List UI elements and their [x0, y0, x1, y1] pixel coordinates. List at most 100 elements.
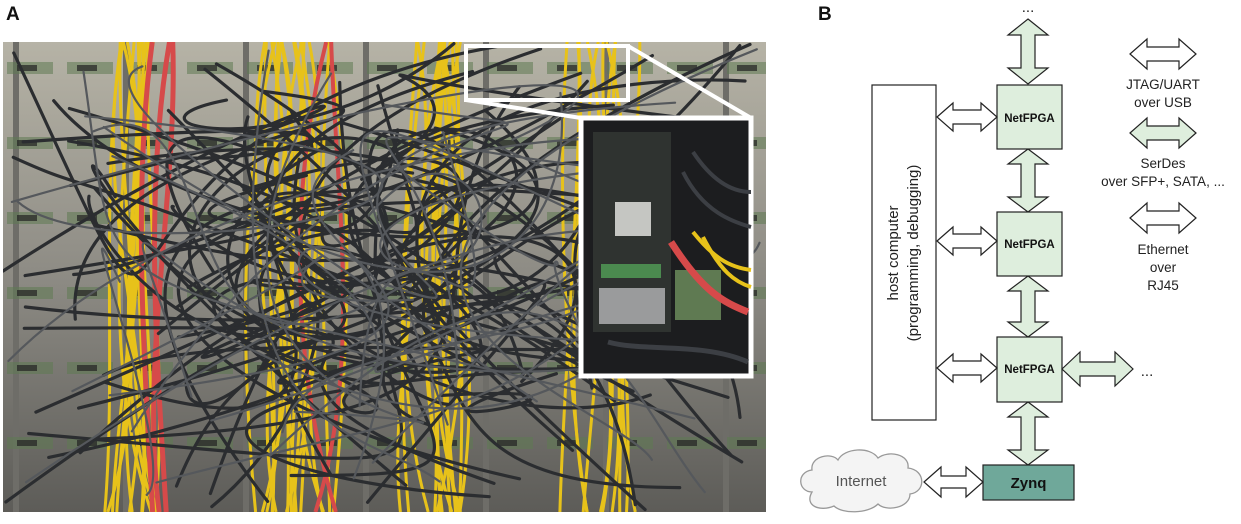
yellow-cable — [435, 42, 468, 512]
ethernet-arrow-zynq — [923, 465, 984, 499]
legend-serdes-arrow — [1129, 116, 1197, 150]
black-cable — [100, 247, 155, 496]
serdes-arrow-2 — [1006, 275, 1050, 338]
black-cables — [3, 42, 761, 512]
legend: JTAG/UART over USB SerDes over SFP+, SAT… — [1101, 37, 1225, 293]
panel-label-b: B — [818, 4, 832, 25]
black-cable — [72, 200, 309, 310]
black-cable — [289, 80, 436, 478]
rack-port — [137, 215, 157, 221]
rack-rail — [483, 42, 489, 512]
netfpga-label-2: NetFPGA — [1004, 239, 1054, 251]
black-cable — [376, 101, 677, 299]
black-cable — [11, 155, 384, 294]
black-cable — [392, 164, 594, 354]
serdes-arrow-right — [1061, 350, 1134, 388]
rack-port — [77, 65, 97, 71]
inset-closeup-photo — [578, 115, 754, 379]
rack-port — [497, 215, 517, 221]
black-cable — [130, 103, 509, 433]
rack-port — [677, 440, 697, 446]
host-computer-label-line2: (programming, debugging) — [905, 165, 922, 342]
black-cable — [141, 241, 580, 398]
black-cable — [47, 281, 547, 504]
serdes-arrow-top — [1006, 18, 1050, 85]
black-cable — [92, 123, 407, 326]
zynq-label: Zynq — [1011, 475, 1047, 492]
black-cable — [251, 269, 730, 399]
rack-rail — [13, 42, 19, 512]
serdes-arrow-zynq — [1006, 401, 1050, 466]
zynq-box — [982, 464, 1075, 501]
black-cable — [277, 235, 667, 385]
red-cable — [138, 42, 156, 512]
rack-port — [557, 65, 577, 71]
rack-port — [257, 140, 277, 146]
rack-port — [77, 290, 97, 296]
rack-port — [17, 290, 37, 296]
serdes-arrow-1 — [1006, 148, 1050, 213]
black-cable — [244, 365, 612, 499]
legend-jtag-line2: over USB — [1134, 95, 1192, 110]
legend-ethernet-line3: RJ45 — [1147, 278, 1179, 293]
rack-port — [317, 215, 337, 221]
yellow-cable — [284, 42, 321, 512]
black-cable — [127, 65, 538, 403]
rack-port — [677, 65, 697, 71]
black-cable — [177, 200, 522, 481]
host-computer-box — [871, 84, 937, 421]
rack-port — [317, 140, 337, 146]
rack-port — [257, 65, 277, 71]
rack-port — [377, 65, 397, 71]
rack-port — [17, 365, 37, 371]
inset-sfp-cages — [599, 288, 665, 324]
cluster-photo — [3, 42, 766, 512]
red-cable — [151, 42, 176, 512]
rack-port — [197, 140, 217, 146]
rack-port — [17, 65, 37, 71]
inset-fpga-chip — [615, 202, 651, 236]
architecture-diagram-canvas: ... host computer (programming, debuggin… — [800, 0, 1225, 513]
legend-serdes-line2: over SFP+, SATA, ... — [1101, 174, 1225, 189]
architecture-diagram: ... host computer (programming, debuggin… — [790, 0, 1241, 519]
legend-jtag-line1: JTAG/UART — [1126, 77, 1200, 92]
panel-label-a: A — [6, 4, 20, 25]
yellow-cable — [244, 42, 277, 512]
rack-port — [77, 365, 97, 371]
host-computer-label-line1: host computer — [885, 205, 902, 300]
usb-arrow-1 — [936, 101, 998, 133]
black-cable — [111, 155, 753, 373]
netfpga-label-1: NetFPGA — [1004, 113, 1054, 125]
black-cable — [360, 73, 749, 181]
black-cable — [102, 125, 483, 271]
black-cable — [22, 326, 496, 485]
legend-serdes-line1: SerDes — [1140, 156, 1185, 171]
rack-rail — [363, 42, 369, 512]
red-cable — [152, 42, 172, 512]
zoom-line-left — [465, 98, 582, 120]
top-ellipsis: ... — [1022, 0, 1035, 16]
black-cable — [251, 49, 441, 483]
legend-ethernet-line1: Ethernet — [1137, 242, 1188, 257]
rack-port — [557, 440, 577, 446]
black-cable — [182, 42, 456, 131]
netfpga-label-3: NetFPGA — [1004, 364, 1054, 376]
rack-port — [737, 440, 757, 446]
rack-port — [197, 215, 217, 221]
legend-ethernet-line2: over — [1150, 260, 1177, 275]
yellow-cable — [431, 42, 463, 512]
black-cable — [440, 372, 558, 414]
internet-label: Internet — [836, 473, 888, 490]
black-cable — [21, 129, 314, 160]
legend-usb-arrow — [1129, 37, 1197, 71]
yellow-cable — [130, 42, 159, 512]
zoom-source-box — [464, 44, 630, 102]
right-ellipsis: ... — [1141, 363, 1154, 380]
rack-port — [317, 365, 337, 371]
internet-cloud — [800, 449, 923, 513]
black-cable — [73, 89, 346, 321]
rack-port — [497, 140, 517, 146]
rack-port — [557, 290, 577, 296]
rack-port — [497, 440, 517, 446]
black-cable — [297, 245, 592, 480]
